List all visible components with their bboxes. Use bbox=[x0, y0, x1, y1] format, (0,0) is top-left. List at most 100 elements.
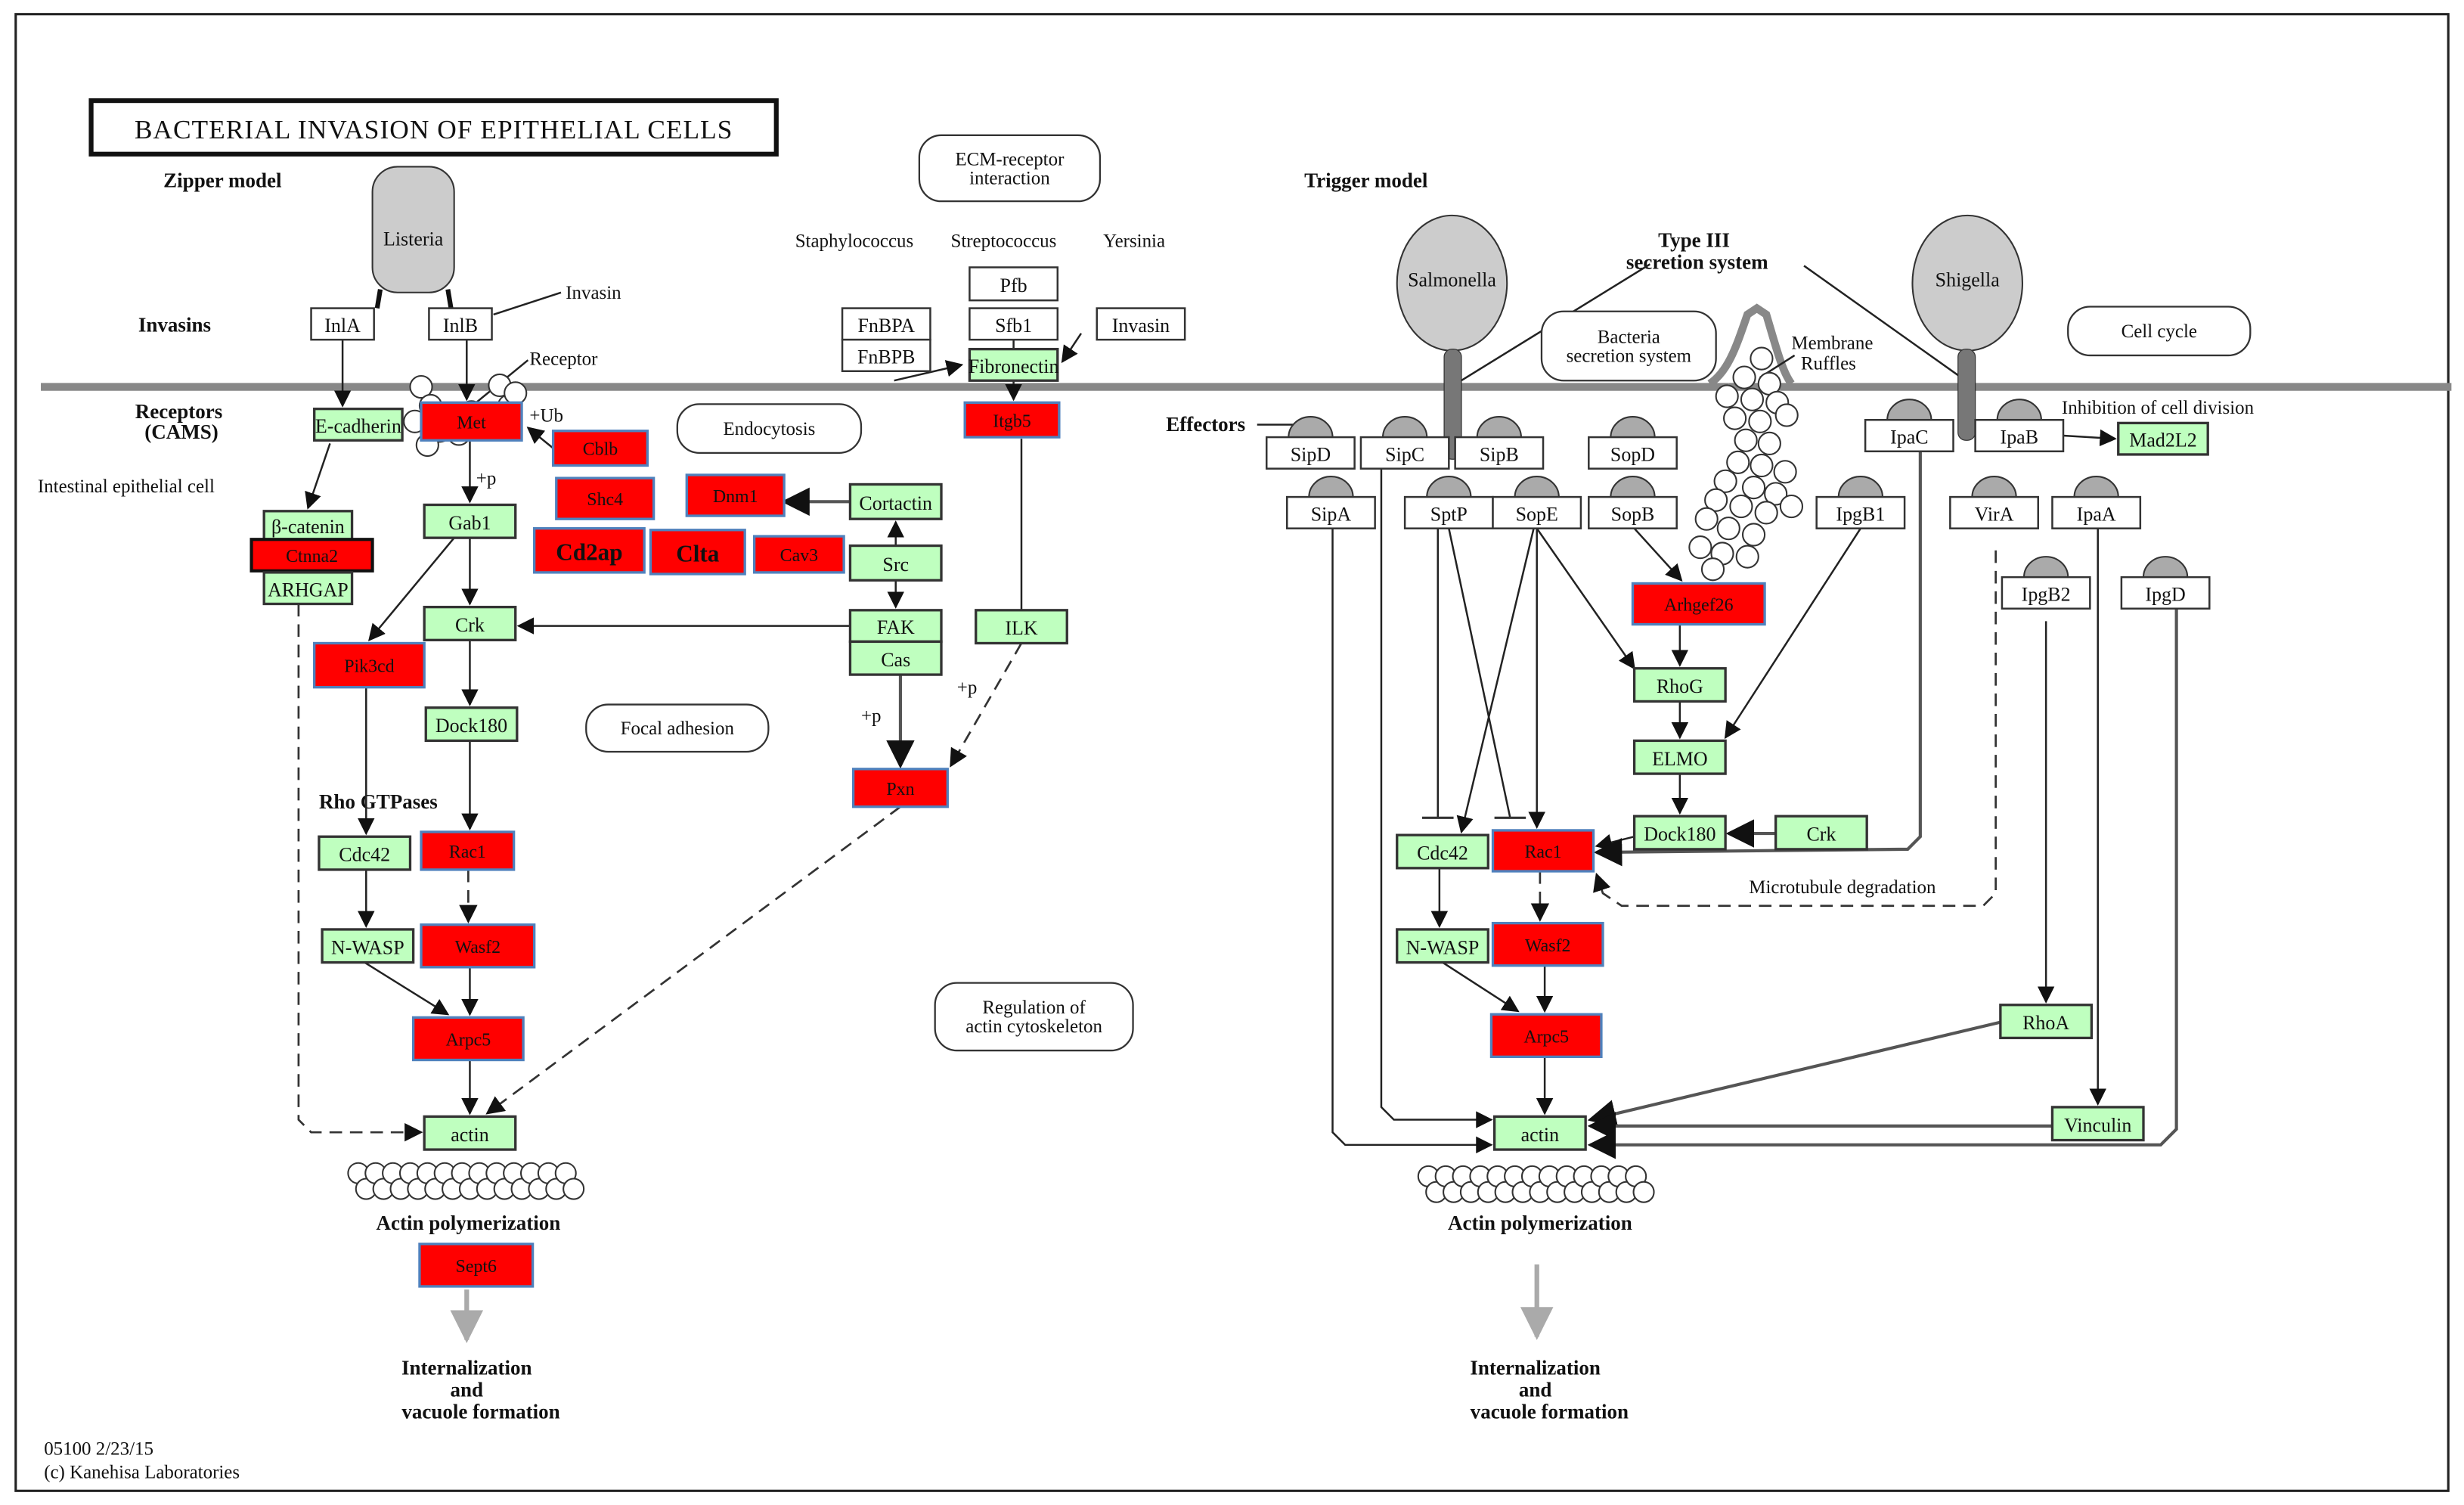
gene-label: Pxn bbox=[886, 780, 914, 799]
gene-node-actin-r[interactable]: actin bbox=[1492, 1115, 1587, 1151]
microtubule-label: Microtubule degradation bbox=[1749, 877, 1936, 898]
gene-label: Itgb5 bbox=[993, 411, 1031, 431]
gene-node-nwasp-l[interactable]: N-WASP bbox=[321, 928, 415, 964]
gene-label: Fibronectin bbox=[969, 355, 1059, 377]
gene-label: Rac1 bbox=[449, 842, 486, 862]
map-link-endocytosis[interactable]: Endocytosis bbox=[676, 403, 863, 455]
gene-node-pfb[interactable]: Pfb bbox=[969, 266, 1059, 302]
gene-node-cblb[interactable]: Cblb bbox=[551, 430, 649, 467]
gene-node-ctnna2[interactable]: Ctnna2 bbox=[249, 538, 374, 573]
gene-node-crk-r[interactable]: Crk bbox=[1774, 815, 1868, 851]
gene-label: Shc4 bbox=[587, 490, 623, 510]
gene-node-ecadherin[interactable]: E-cadherin bbox=[313, 407, 404, 442]
map-link-cell-cycle[interactable]: Cell cycle bbox=[2067, 306, 2252, 357]
gene-node-cas[interactable]: Cas bbox=[848, 640, 943, 676]
gene-node-shc4[interactable]: Shc4 bbox=[555, 476, 656, 520]
gene-node-sope[interactable]: SopE bbox=[1492, 476, 1582, 529]
gene-node-rac1-l[interactable]: Rac1 bbox=[420, 830, 516, 871]
gene-node-bcatenin[interactable]: β-catenin bbox=[262, 510, 354, 541]
gene-node-met[interactable]: Met bbox=[420, 401, 523, 442]
gene-node-wasf2-l[interactable]: Wasf2 bbox=[420, 923, 536, 969]
gene-node-sipd[interactable]: SipD bbox=[1265, 416, 1356, 470]
actin-polymerization-right: Actin polymerization bbox=[1448, 1212, 1632, 1234]
gene-node-sipb[interactable]: SipB bbox=[1454, 416, 1545, 470]
gene-node-fnbpa[interactable]: FnBPA bbox=[841, 307, 931, 341]
gene-node-crk-l[interactable]: Crk bbox=[423, 605, 517, 641]
svg-text:Salmonella: Salmonella bbox=[1408, 269, 1496, 291]
gene-node-src[interactable]: Src bbox=[848, 544, 943, 582]
gene-node-sptp[interactable]: SptP bbox=[1403, 476, 1494, 529]
gene-node-itgb5[interactable]: Itgb5 bbox=[963, 401, 1061, 439]
gene-label: FAK bbox=[877, 616, 915, 638]
gene-label: β-catenin bbox=[271, 516, 345, 538]
gene-node-ilk[interactable]: ILK bbox=[975, 609, 1068, 645]
plus-p-label-ilk: +p bbox=[957, 678, 978, 698]
gene-node-pik3cd[interactable]: Pik3cd bbox=[313, 641, 426, 689]
gene-node-ipac[interactable]: IpaC bbox=[1864, 399, 1954, 453]
plus-p-label-met: +p bbox=[476, 468, 497, 489]
map-link-label: Bacteria bbox=[1598, 327, 1660, 347]
gene-node-mad2l2[interactable]: Mad2L2 bbox=[2117, 421, 2209, 456]
gene-node-ipab[interactable]: IpaB bbox=[1974, 399, 2065, 453]
diagram-frame bbox=[14, 13, 2450, 1492]
gene-node-inla[interactable]: InlA bbox=[310, 307, 375, 341]
gene-node-sipc[interactable]: SipC bbox=[1359, 416, 1450, 470]
gene-node-fnbpb[interactable]: FnBPB bbox=[841, 338, 931, 372]
gene-node-ipaa[interactable]: IpaA bbox=[2051, 476, 2142, 529]
copyright: (c) Kanehisa Laboratories bbox=[44, 1463, 240, 1483]
gene-node-dock180-l[interactable]: Dock180 bbox=[424, 706, 519, 743]
gene-node-ipgd[interactable]: IpgD bbox=[2120, 556, 2211, 610]
internalization-left: Internalization and vacuole formation bbox=[401, 1356, 560, 1423]
gene-node-cd2ap[interactable]: Cd2ap bbox=[533, 527, 646, 574]
gene-node-sfb1[interactable]: Sfb1 bbox=[969, 307, 1059, 341]
gene-node-arhgap[interactable]: ARHGAP bbox=[262, 571, 354, 606]
gene-label: SptP bbox=[1430, 503, 1468, 525]
gene-node-arhgef26[interactable]: Arhgef26 bbox=[1631, 582, 1766, 626]
gene-node-invasin[interactable]: Invasin bbox=[1096, 307, 1186, 341]
gene-node-gab1[interactable]: Gab1 bbox=[423, 503, 517, 539]
gene-node-rac1-r[interactable]: Rac1 bbox=[1491, 829, 1595, 873]
gene-label: VirA bbox=[1975, 503, 2014, 525]
gene-node-sept6[interactable]: Sept6 bbox=[418, 1243, 535, 1288]
gene-label: RhoA bbox=[2022, 1012, 2069, 1034]
gene-node-sopd[interactable]: SopD bbox=[1588, 416, 1678, 470]
effector-cap-icon bbox=[1610, 476, 1656, 498]
gene-node-elmo[interactable]: ELMO bbox=[1632, 739, 1727, 775]
membrane-ruffles-label-2: Ruffles bbox=[1801, 354, 1856, 374]
gene-node-ipgb1[interactable]: IpgB1 bbox=[1815, 476, 1906, 529]
gene-node-cdc42-r[interactable]: Cdc42 bbox=[1396, 833, 1489, 870]
gene-node-cdc42-l[interactable]: Cdc42 bbox=[318, 835, 412, 871]
effector-cap-icon bbox=[1837, 476, 1884, 498]
gene-node-actin-l[interactable]: actin bbox=[423, 1115, 517, 1151]
gene-node-wasf2-r[interactable]: Wasf2 bbox=[1491, 921, 1604, 967]
effector-cap-icon bbox=[2142, 556, 2189, 579]
gene-node-sopb[interactable]: SopB bbox=[1588, 476, 1678, 529]
gene-node-dnm1[interactable]: Dnm1 bbox=[685, 473, 786, 517]
map-link-focal-adhesion[interactable]: Focal adhesion bbox=[585, 703, 770, 753]
gene-node-rhoa[interactable]: RhoA bbox=[1999, 1004, 2094, 1040]
gene-label: Wasf2 bbox=[455, 938, 501, 957]
gene-node-ipgb2[interactable]: IpgB2 bbox=[2001, 556, 2091, 610]
gene-node-inlb[interactable]: InlB bbox=[428, 307, 493, 341]
gene-node-fibronectin[interactable]: Fibronectin bbox=[968, 347, 1059, 382]
effector-cap-icon bbox=[1971, 476, 2017, 498]
gene-node-vira[interactable]: VirA bbox=[1949, 476, 2039, 529]
gene-node-cortactin[interactable]: Cortactin bbox=[848, 483, 943, 520]
gene-node-vinculin[interactable]: Vinculin bbox=[2050, 1106, 2145, 1142]
gene-label: ELMO bbox=[1652, 748, 1708, 770]
gene-node-nwasp-r[interactable]: N-WASP bbox=[1396, 928, 1489, 964]
gene-node-rhog[interactable]: RhoG bbox=[1632, 667, 1727, 703]
gene-label: FnBPA bbox=[857, 315, 915, 337]
gene-node-sipa[interactable]: SipA bbox=[1285, 476, 1376, 529]
gene-node-arpc5-l[interactable]: Arpc5 bbox=[411, 1016, 525, 1062]
gene-node-dock180-r[interactable]: Dock180 bbox=[1632, 815, 1727, 851]
gene-node-cav3[interactable]: Cav3 bbox=[752, 535, 845, 574]
gene-node-fak[interactable]: FAK bbox=[848, 609, 943, 644]
gene-label: Gab1 bbox=[448, 512, 491, 534]
gene-node-clta[interactable]: Clta bbox=[649, 529, 746, 576]
gene-node-pxn[interactable]: Pxn bbox=[851, 768, 949, 808]
gene-node-arpc5-r[interactable]: Arpc5 bbox=[1489, 1013, 1603, 1059]
